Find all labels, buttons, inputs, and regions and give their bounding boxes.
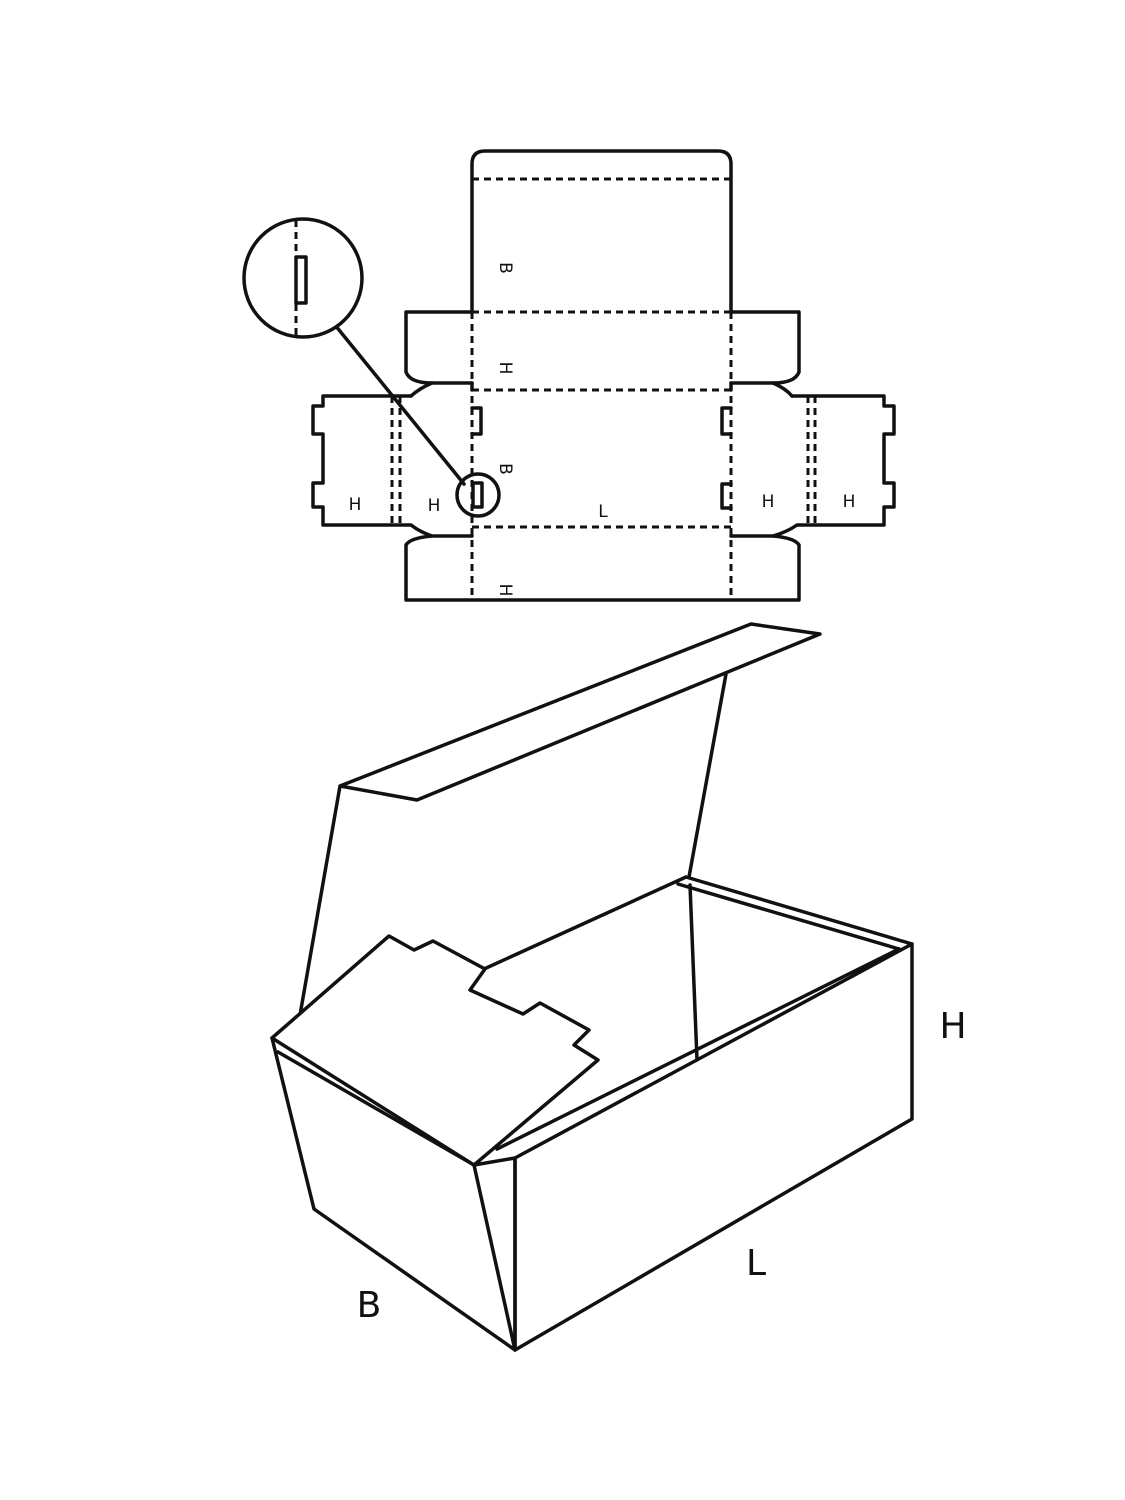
label-box-h: H [939,1006,966,1047]
label-front-tuck-h: H [495,362,515,375]
inner-corner-edge [688,883,699,1062]
dieline: B H B L H H H H H [242,149,896,602]
label-bottom-l: L [598,502,608,522]
open-lid [298,622,822,1017]
notch-right-upper [729,381,794,398]
label-box-b: B [357,1285,382,1326]
back-rim [482,875,914,971]
box-3d: H L B [270,622,967,1352]
label-right-inner-h: H [762,492,775,512]
end-flap [270,934,600,1167]
slot-right-lower [720,482,733,510]
label-bottom-b: B [495,463,515,475]
detail-leader-line [333,323,466,486]
label-lid-b: B [495,262,515,274]
label-box-l: L [746,1243,766,1284]
label-left-outer-h: H [349,495,362,515]
slot-right-upper [720,406,733,436]
notch-left-upper [409,381,474,398]
long-wall [495,942,914,1352]
slot-left-upper [470,406,483,436]
left-side-panel [311,394,434,538]
label-left-inner-h: H [428,496,441,516]
end-wall [270,1036,517,1352]
right-side-panel [771,394,896,538]
lower-flap-strip [404,534,801,602]
lid-panel [470,149,733,314]
label-right-outer-h: H [843,492,856,512]
slot-left-lower [471,481,484,509]
slot-highlight-circle [455,472,501,518]
detail-zoom-circle [242,217,364,339]
label-bottom-flap-h: H [495,584,515,597]
upper-flap-strip [404,310,801,385]
detail-slot [294,255,308,305]
